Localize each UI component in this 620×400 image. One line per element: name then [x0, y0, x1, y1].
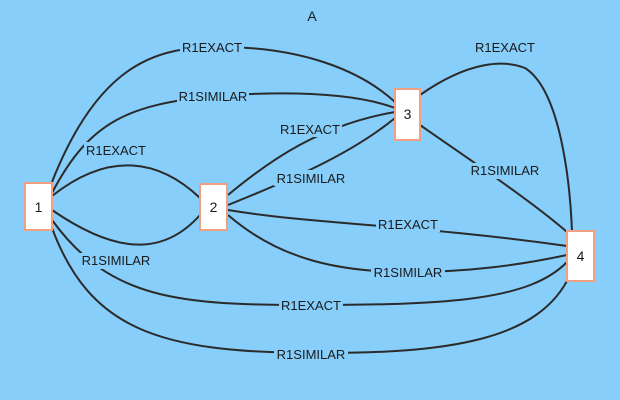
edge-label-bg: [180, 39, 244, 55]
edge-label-bg: [79, 253, 153, 269]
node-3-label: 3: [404, 106, 412, 122]
edge-1-2-similar: [51, 209, 201, 246]
node-1-box[interactable]: [24, 182, 53, 231]
edge-1-2-exact: [51, 164, 201, 199]
edge-label-2-4-similar: R1SIMILAR: [374, 265, 443, 280]
edge-label-bg: [371, 265, 445, 281]
node-3-box[interactable]: [394, 88, 421, 141]
node-2[interactable]: 2: [199, 183, 228, 231]
node-1[interactable]: 1: [24, 182, 53, 231]
node-4-box[interactable]: [566, 230, 595, 282]
edge-label-bg: [84, 142, 148, 158]
edge-label-1-2-similar: R1SIMILAR: [82, 253, 151, 268]
node-3[interactable]: 3: [394, 88, 421, 141]
edge-label-1-4-similar: R1SIMILAR: [277, 347, 346, 362]
edge-2-3-similar: [227, 117, 396, 206]
edge-3-4-exact: [419, 62, 573, 233]
edge-label-3-4-exact: R1EXACT: [475, 40, 535, 55]
edge-label-bg: [274, 346, 348, 362]
edge-label-bg: [279, 297, 343, 313]
edge-label-1-3-exact: R1EXACT: [182, 40, 242, 55]
nodes-layer: 1 2 3 4: [24, 88, 595, 282]
node-1-label: 1: [35, 199, 43, 215]
edge-label-2-3-exact: R1EXACT: [280, 122, 340, 137]
edge-label-bg: [278, 121, 342, 137]
edge-labels-layer: R1EXACT R1SIMILAR R1EXACT R1SIMILAR R1EX…: [79, 39, 542, 362]
edge-label-bg: [274, 170, 348, 186]
node-2-label: 2: [210, 199, 218, 215]
edge-label-bg: [473, 40, 537, 56]
edge-label-bg: [376, 216, 440, 232]
edges-layer: [51, 45, 573, 355]
edge-label-2-3-similar: R1SIMILAR: [277, 171, 346, 186]
edge-1-4-similar: [51, 227, 571, 355]
edge-3-4-similar: [419, 124, 568, 233]
edge-label-bg: [177, 88, 249, 104]
edge-label-bg: [468, 163, 542, 179]
node-4-label: 4: [577, 248, 585, 264]
edge-label-1-4-exact: R1EXACT: [281, 298, 341, 313]
diagram-title: A: [307, 8, 317, 24]
node-2-box[interactable]: [199, 183, 228, 231]
edge-label-1-2-exact: R1EXACT: [86, 143, 146, 158]
edge-2-3-exact: [227, 111, 396, 196]
edge-label-2-4-exact: R1EXACT: [378, 217, 438, 232]
edge-label-1-3-similar: R1SIMILAR: [179, 89, 248, 104]
node-4[interactable]: 4: [566, 230, 595, 282]
edge-1-3-exact: [51, 45, 396, 183]
edge-label-3-4-similar: R1SIMILAR: [471, 163, 540, 178]
